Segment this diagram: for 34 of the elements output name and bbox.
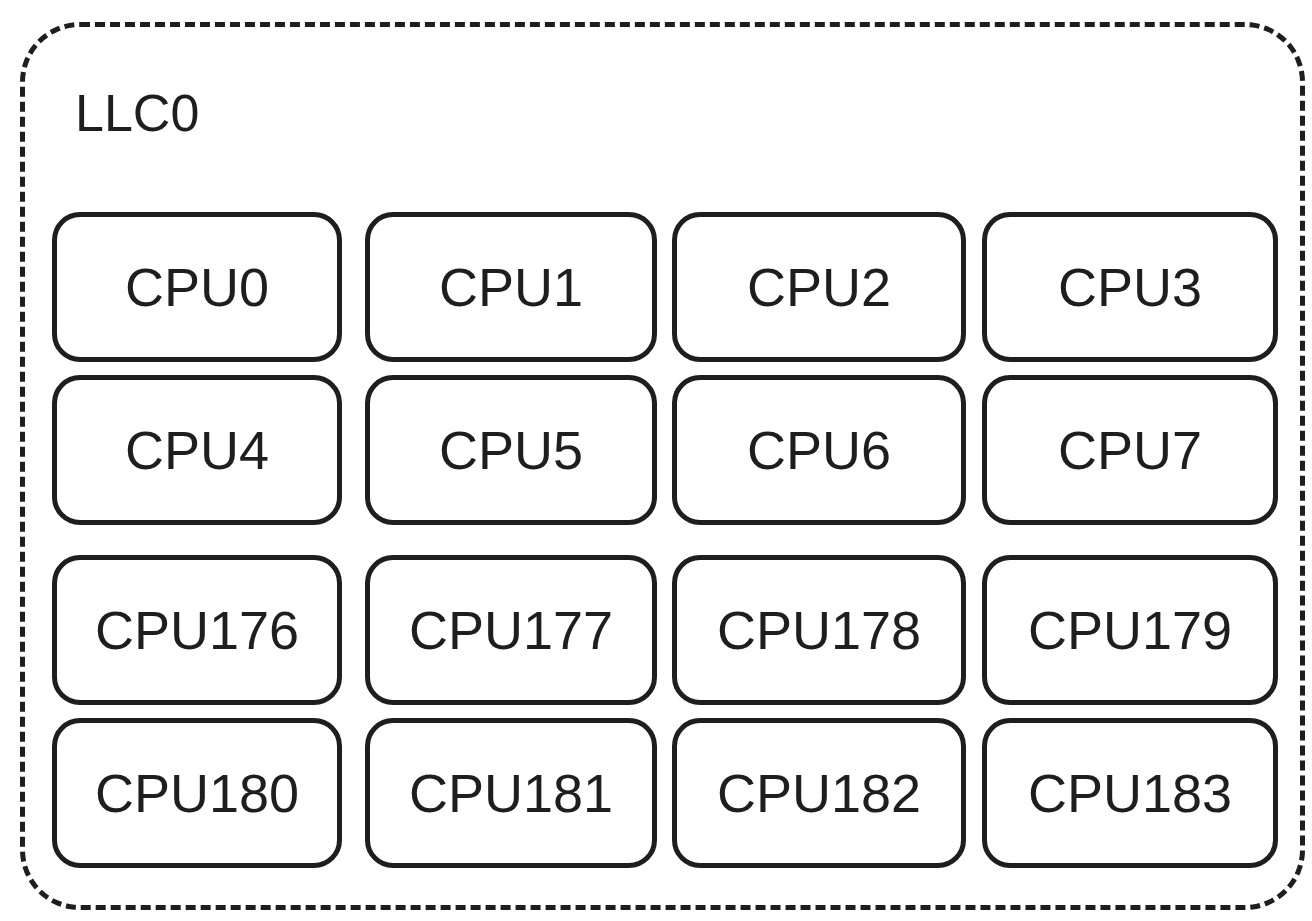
cpu-label: CPU180: [94, 766, 300, 820]
cpu-label: CPU182: [716, 766, 922, 820]
cpu-label: CPU176: [94, 603, 300, 657]
cpu-box: [672, 555, 966, 705]
cpu-label: CPU2: [746, 260, 891, 314]
cpu-box: [52, 718, 342, 868]
cpu-box: [672, 375, 966, 525]
cpu-label: CPU5: [438, 423, 583, 477]
cpu-box: [672, 212, 966, 362]
cpu-box: [365, 375, 657, 525]
dashed-group-box: [20, 22, 1305, 910]
cpu-box: [52, 555, 342, 705]
cpu-label: CPU6: [746, 423, 891, 477]
cpu-box: [365, 718, 657, 868]
cpu-label: CPU179: [1027, 603, 1233, 657]
cpu-label: CPU3: [1057, 260, 1202, 314]
cpu-box: [982, 718, 1278, 868]
cpu-box: [672, 718, 966, 868]
cpu-label: CPU183: [1027, 766, 1233, 820]
cpu-label: CPU181: [408, 766, 614, 820]
cpu-box: [982, 375, 1278, 525]
cpu-box: [52, 375, 342, 525]
cpu-label: CPU178: [716, 603, 922, 657]
cpu-box: [52, 212, 342, 362]
cpu-box: [982, 555, 1278, 705]
cpu-label: CPU7: [1057, 423, 1202, 477]
cpu-box: [365, 555, 657, 705]
cpu-label: CPU177: [408, 603, 614, 657]
cpu-label: CPU1: [438, 260, 583, 314]
cpu-label: CPU0: [124, 260, 269, 314]
cpu-label: CPU4: [124, 423, 269, 477]
cpu-box: [365, 212, 657, 362]
cpu-box: [982, 212, 1278, 362]
group-label: LLC0: [75, 87, 200, 139]
